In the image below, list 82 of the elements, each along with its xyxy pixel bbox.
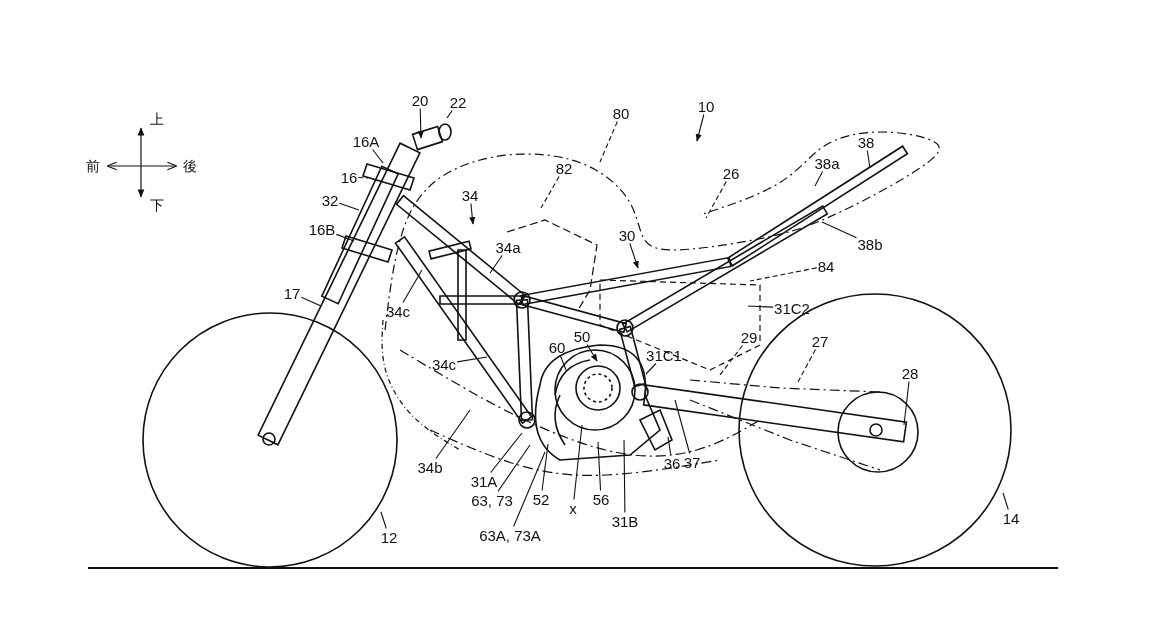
callout-number: 10 [696, 97, 716, 115]
callout-number: 30 [617, 226, 637, 244]
callout-number: 31C2 [773, 299, 811, 317]
leader-line [380, 511, 387, 530]
arrow [695, 113, 705, 142]
leader-line [490, 432, 523, 474]
callout-number: 34 [460, 186, 480, 204]
leader-line [597, 441, 602, 492]
leader-line [435, 409, 471, 460]
callout-number: 16 [339, 168, 359, 186]
direction-label: 後 [183, 159, 197, 173]
direction-label: 前 [86, 159, 100, 173]
callout-number: 34b [416, 458, 444, 476]
callout-number: 38a [813, 154, 841, 172]
callout-number: 34c [430, 355, 458, 373]
leader-line [599, 120, 618, 163]
callout-number: 84 [816, 257, 836, 275]
callout-number: 20 [410, 91, 430, 109]
leader-line [446, 109, 453, 119]
leader-line [623, 439, 626, 514]
leader-line [674, 399, 691, 455]
callout-number: 50 [572, 327, 592, 345]
callout-number: 37 [682, 453, 702, 471]
callout-number: 52 [531, 490, 551, 508]
leader-line [749, 267, 818, 282]
callout-number: 36 [662, 454, 682, 472]
callout-number: x [568, 499, 578, 517]
callout-number: 16B [307, 220, 337, 238]
leader-line [719, 344, 744, 376]
callout-number: 56 [591, 490, 611, 508]
leader-line [814, 170, 824, 187]
callout-number: 34a [494, 238, 522, 256]
callout-number: 12 [379, 528, 399, 546]
leader-line [559, 354, 567, 371]
callout-number: 82 [554, 159, 574, 177]
leader-line [357, 176, 369, 179]
leader-line [300, 296, 322, 307]
direction-label: 上 [150, 112, 164, 126]
direction-label: 下 [150, 198, 164, 212]
leader-line [489, 254, 503, 274]
leader-line [372, 148, 384, 164]
callout-number: 22 [448, 93, 468, 111]
callout-number: 31C1 [645, 346, 683, 364]
leader-line [747, 305, 774, 308]
leader-line [573, 424, 583, 501]
callout-number: 34c [384, 302, 412, 320]
callout-number: 31B [610, 512, 640, 530]
leader-line [541, 443, 549, 492]
leader-line [1002, 492, 1009, 511]
callout-number: 16A [351, 132, 381, 150]
callout-number: 60 [547, 338, 567, 356]
callout-number: 32 [320, 191, 340, 209]
leader-line [866, 149, 871, 169]
callout-number: 27 [810, 332, 830, 350]
leader-line [513, 451, 546, 528]
callout-number: 38b [856, 235, 884, 253]
callout-number: 80 [611, 104, 631, 122]
leader-line [705, 180, 727, 219]
leader-line [903, 380, 910, 426]
leader-line [797, 348, 816, 383]
callout-number: 31A [469, 472, 499, 490]
arrow [629, 242, 639, 269]
callout-number: 26 [721, 164, 741, 182]
leader-line [645, 362, 657, 375]
leader-line [338, 202, 360, 211]
leader-line [667, 436, 672, 456]
callout-number: 63, 73 [470, 491, 514, 509]
arrow [417, 107, 424, 139]
leader-line [456, 356, 488, 363]
arrow [469, 202, 476, 225]
callout-number: 38 [856, 133, 876, 151]
callout-number: 17 [282, 284, 302, 302]
callout-number: 63A, 73A [478, 526, 542, 544]
leader-line [335, 233, 355, 242]
leader-line [821, 221, 858, 239]
leader-line [402, 269, 423, 304]
arrow [586, 343, 598, 362]
callout-number: 14 [1001, 509, 1021, 527]
leader-line [540, 175, 560, 209]
callout-number: 29 [739, 328, 759, 346]
callout-number: 28 [900, 364, 920, 382]
leader-line [497, 444, 531, 493]
